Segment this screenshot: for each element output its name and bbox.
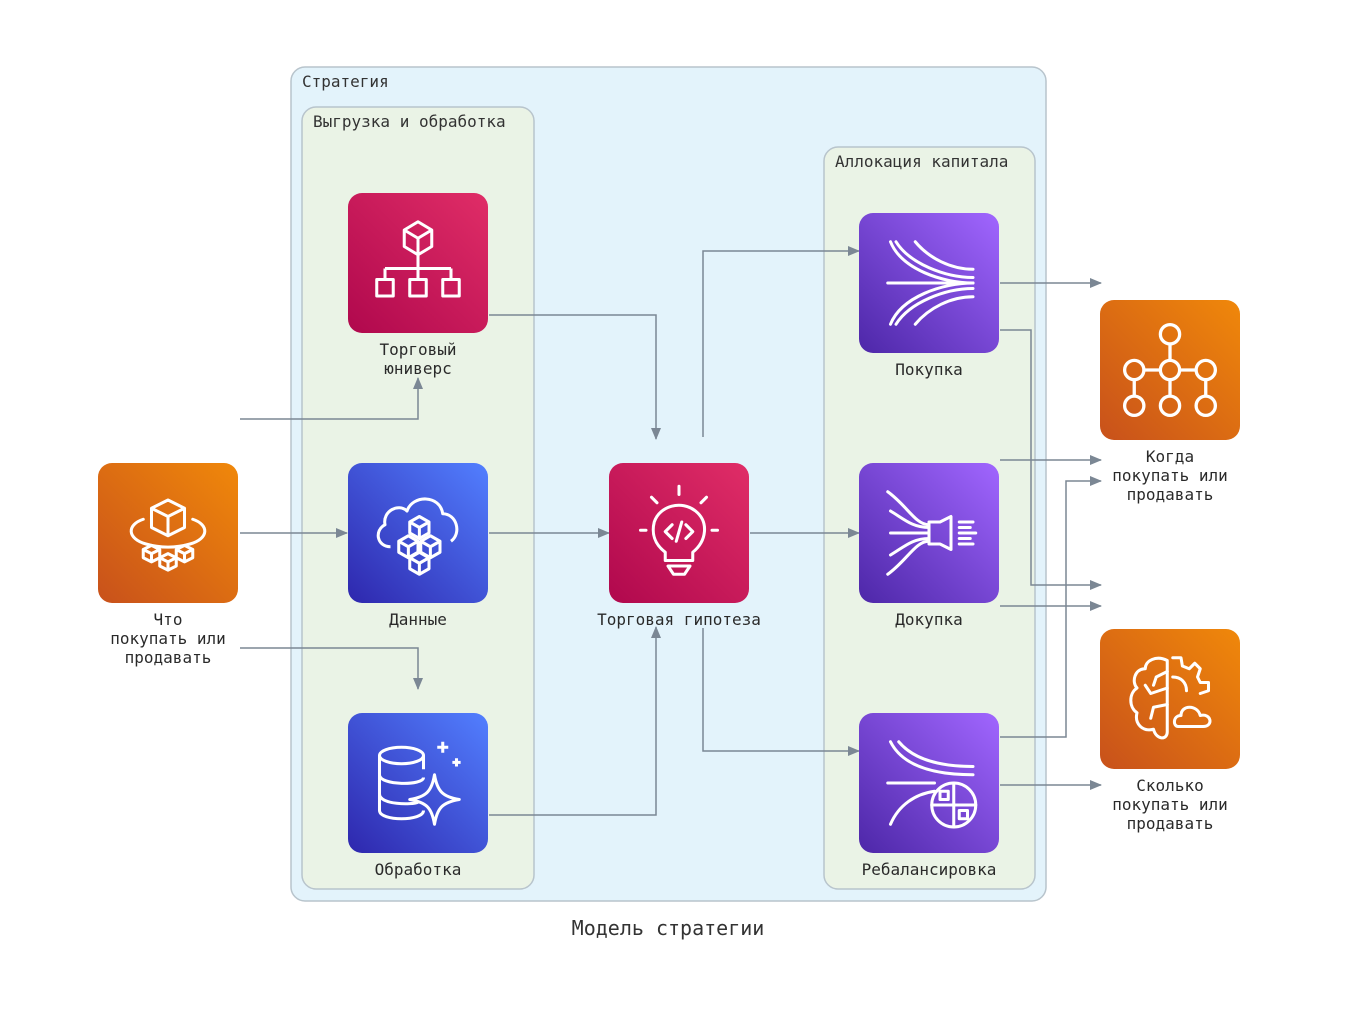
buy-node-label: Покупка — [895, 360, 963, 379]
when-node-label: Когда покупать или продавать — [1112, 447, 1228, 504]
hypothesis-node-label: Торговая гипотеза — [597, 610, 761, 629]
cluster-alloc-label: Аллокация капитала — [835, 152, 1009, 171]
cluster-load-label: Выгрузка и обработка — [313, 112, 506, 131]
what-node-icon[interactable] — [98, 463, 238, 603]
edge-universe-hypothesis — [489, 314, 661, 440]
edge-hypothesis-rebalance — [702, 628, 860, 756]
addbuy-node-label: Докупка — [895, 610, 963, 629]
diagram-caption: Модель стратегии — [571, 916, 765, 940]
edge-what-universe — [240, 377, 423, 420]
what-node-label: Что покупать или продавать — [110, 610, 226, 667]
when-node-icon[interactable] — [1100, 300, 1240, 440]
rebalance-node-icon[interactable] — [859, 713, 999, 853]
processing-node-label: Обработка — [374, 860, 462, 879]
edge-rebalance-out-1 — [1000, 476, 1102, 738]
howmuch-node-label: Сколько покупать или продавать — [1112, 776, 1228, 833]
howmuch-node-icon[interactable] — [1100, 629, 1240, 769]
universe-node-icon[interactable] — [348, 193, 488, 333]
universe-node-label: Торговый юниверс — [379, 340, 457, 378]
data-node-icon[interactable] — [348, 463, 488, 603]
rebalance-node-label: Ребалансировка — [861, 860, 997, 879]
edge-hypothesis-buy — [702, 246, 860, 437]
data-node-label: Данные — [389, 610, 447, 629]
edge-processing-hypothesis — [489, 626, 661, 816]
addbuy-node-icon[interactable] — [859, 463, 999, 603]
hypothesis-node-icon[interactable] — [609, 463, 749, 603]
edge-what-processing — [240, 647, 423, 690]
cluster-strategy-label: Стратегия — [302, 72, 389, 91]
processing-node-icon[interactable] — [348, 713, 488, 853]
buy-node-icon[interactable] — [859, 213, 999, 353]
